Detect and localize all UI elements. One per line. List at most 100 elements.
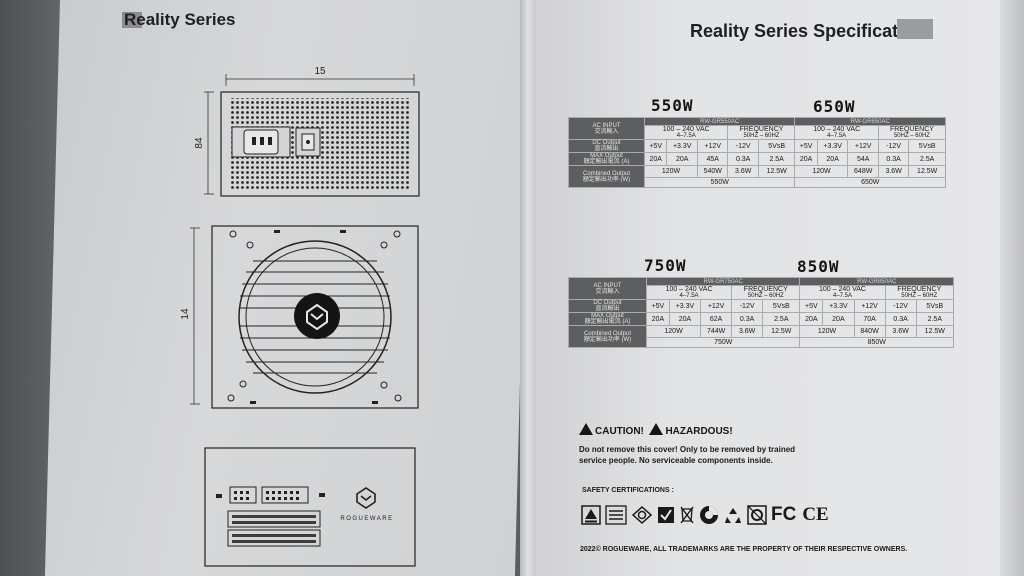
warning-text: Do not remove this cover! Only to be rem… [579,445,796,465]
dc-rail-cell: 5VsB [915,299,955,313]
combined-cell: 120W [645,325,702,338]
combined-cell: 120W [799,325,855,338]
max-current-cell: 20A [646,312,670,326]
dc-rail-cell: -12V [731,299,764,313]
max-current-cell: 20A [799,312,824,326]
model-cell: RW-GR750AC [645,277,801,286]
check-mark-icon [658,507,674,523]
recycle-mark-icon [700,506,718,524]
max-current-cell: 0.3A [884,312,917,326]
combined-cell: 3.6W [877,165,910,178]
title-accent-bar [897,19,933,39]
row-label-subtext: 直流輸出 [594,146,619,152]
watt-title-650: 650W [813,97,856,116]
row-label-subtext: 額定輸出電流 (A) [583,159,630,165]
height-dimension-label: 84 [194,137,205,149]
depth-dimension-label: 14 [180,308,191,320]
row-label-subtext: 交流輸入 [595,288,620,295]
dc-rail-cell: +12V [700,299,733,313]
max-current-cell: 2.5A [762,312,801,326]
max-current-cell: 20A [822,312,855,326]
max-current-cell: 0.3A [727,152,759,166]
max-current-cell: 45A [697,152,729,166]
combined-cell: 12.5W [762,325,801,338]
row-label-text: MAX Output [590,153,623,159]
row-label-subtext: 直流輸出 [595,306,620,312]
model-cell: RW-GR550AC [643,117,796,126]
max-current-cell: 62A [700,312,733,326]
dc-rail-cell: 5VsB [757,139,796,153]
max-current-cell: 20A [794,152,818,166]
row-label-text: Combined Output [582,170,631,177]
dc-rail-cell: +12V [697,139,729,153]
ce-cb-icon [631,505,653,525]
dc-rail-cell: +12V [847,139,879,153]
combined-cell: 840W [853,325,886,338]
total-power-cell: 750W [645,337,801,348]
copyright-footer: 2022© ROGUEWARE, ALL TRADEMARKS ARE THE … [580,546,908,553]
max-current-cell: 54A [847,152,879,166]
dc-rail-cell: +5V [799,299,824,313]
hazardous-label: HAZARDOUS! [665,426,733,437]
max-current-cell: 2.5A [915,312,955,326]
row-label-text: DC Output [593,300,622,306]
dc-rail-cell: +5V [646,299,670,313]
dc-rail-cell: +3.3V [816,139,849,153]
combined-cell: 3.6W [884,325,917,338]
spec-title: Reality Series Specification [690,21,926,41]
combined-cell: 540W [697,165,729,178]
width-dimension [225,74,415,86]
row-label-text: MAX Output [591,313,624,319]
fcc-mark: FC [771,504,797,525]
title-accent-bar [122,12,142,28]
dc-rail-cell: +5V [643,139,668,153]
row-label-subtext: 額定輸出功率 (W) [582,176,631,183]
row-label-text: DC Output [592,140,621,146]
dc-rail-cell: +5V [794,139,818,153]
depth-dimension [190,227,200,405]
certifications-label: SAFETY CERTIFICATIONS : [582,487,674,494]
combined-cell: 3.6W [727,165,759,178]
height-dimension [204,91,214,195]
combined-cell: 12.5W [908,165,946,178]
psu-drawings: 15 84 14 [180,66,420,567]
dc-rail-cell: -12V [877,139,910,153]
total-power-cell: 550W [643,177,796,188]
recycle-arrows-icon [725,508,741,523]
weee-bin-icon [680,506,694,524]
row-label-text: Combined Output [583,330,632,337]
psu-back-panel [220,91,420,197]
dc-rail-cell: -12V [884,299,917,313]
dc-rail-cell: +3.3V [666,139,699,153]
dc-rail-cell: +3.3V [668,299,702,313]
combined-cell: 120W [643,165,699,178]
bsmi-icon [605,505,627,525]
max-current-cell: 0.3A [731,312,764,326]
combined-cell: 120W [794,165,849,178]
combined-cell: 648W [847,165,879,178]
series-title: Reality Series [124,10,236,29]
dc-rail-cell: +3.3V [822,299,855,313]
combined-cell: 12.5W [915,325,955,338]
tuv-mark-icon [581,505,601,525]
combined-cell: 12.5W [757,165,796,178]
max-current-cell: 20A [668,312,702,326]
caution-label: CAUTION! [595,426,644,437]
row-label-subtext: 額定輸出功率 (W) [583,336,632,343]
psu-fan-side [211,225,419,409]
max-current-cell: 20A [666,152,699,166]
combined-cell: 744W [700,325,733,338]
